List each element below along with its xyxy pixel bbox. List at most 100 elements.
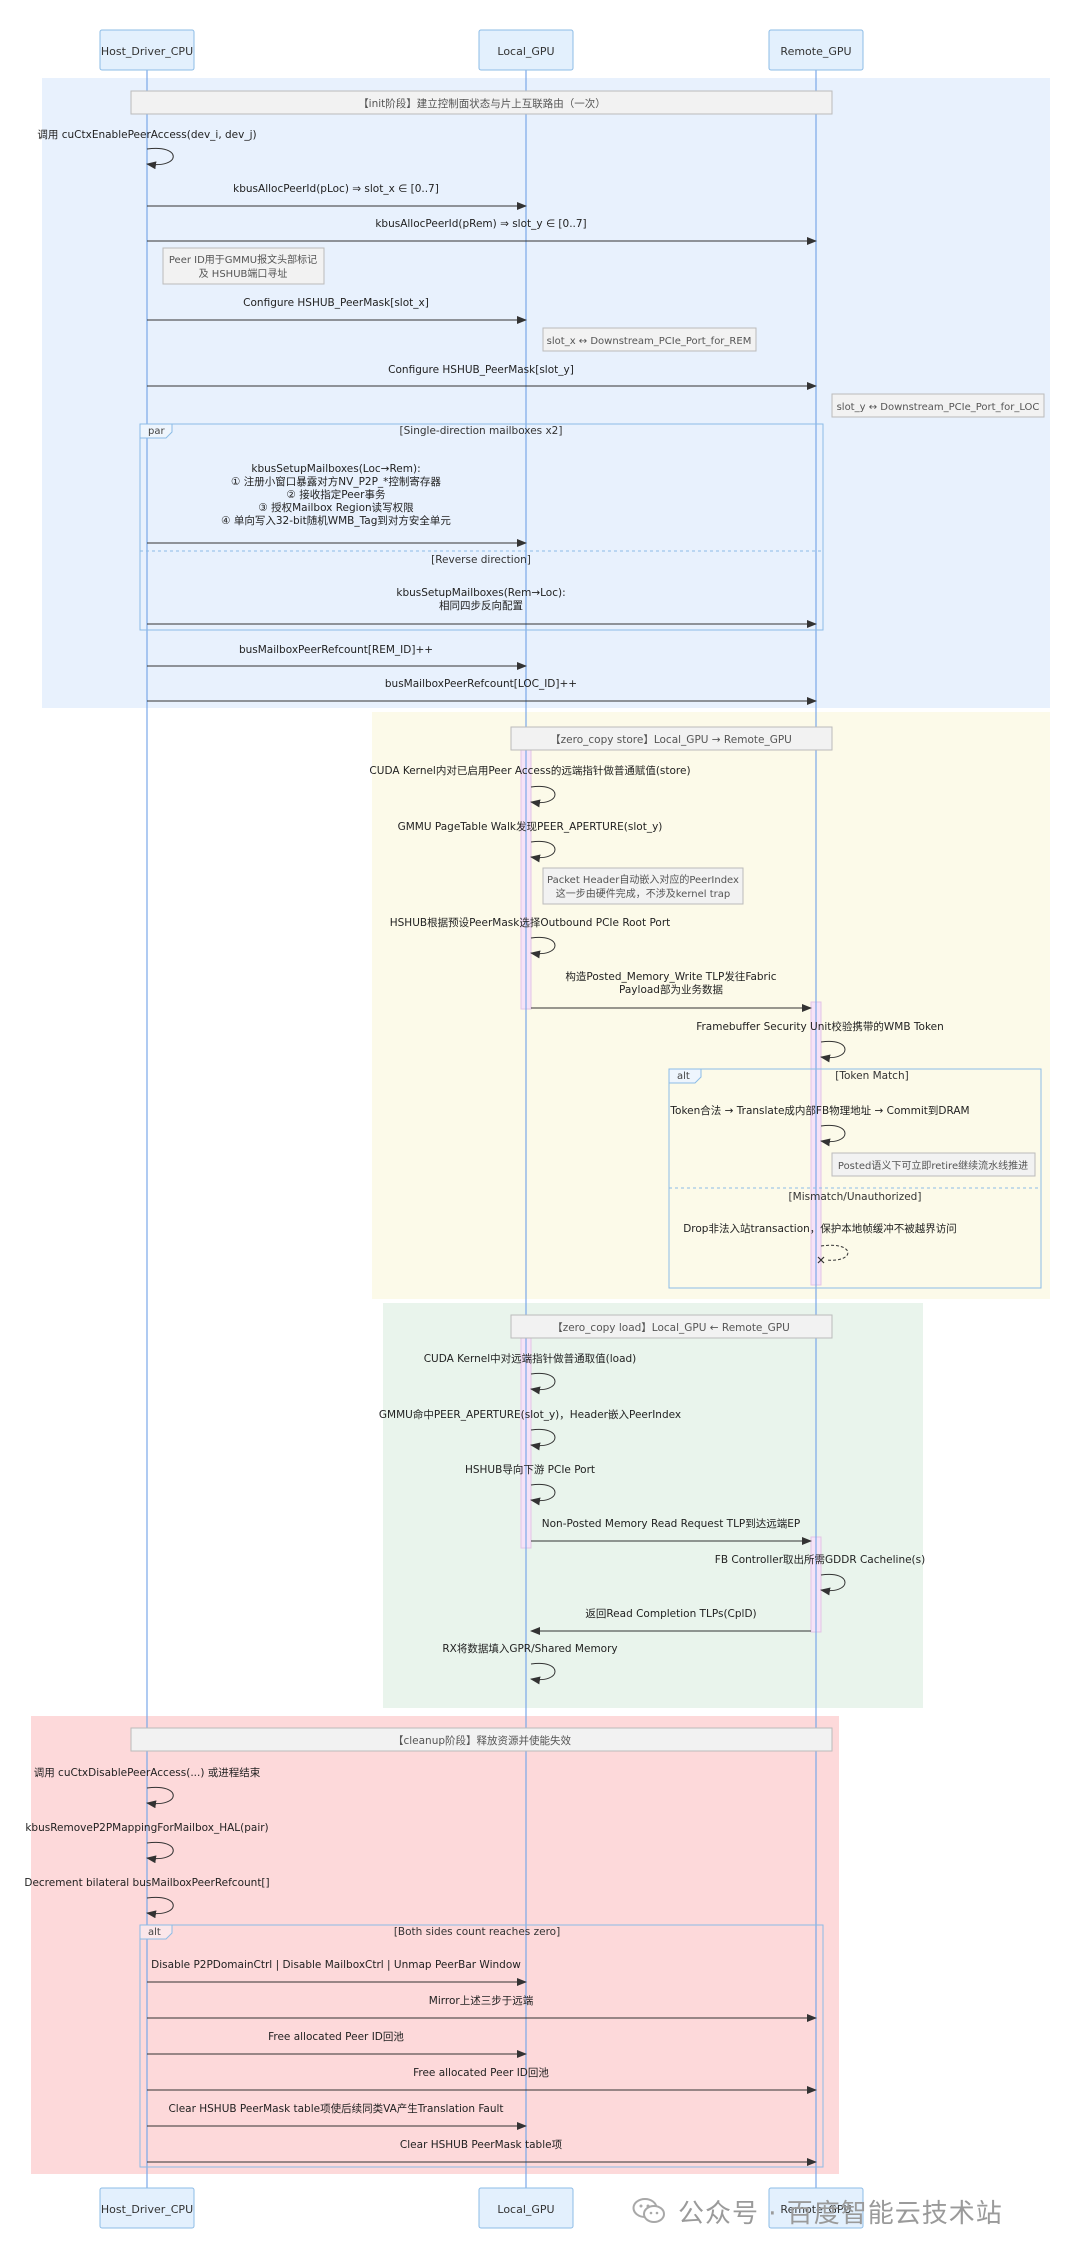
msg-setup-mailboxes-loc-rem: kbusSetupMailboxes(Loc→Rem): ① 注册小窗口暴露对方… (221, 463, 451, 527)
store-phase-note: 【zero_copy store】Local_GPU → Remote_GPU (510, 726, 833, 751)
msg-read-request-tlp: Non-Posted Memory Read Request TLP到达远端EP (542, 1517, 800, 1530)
msg-clear-peermask-local: Clear HSHUB PeerMask table项使后续同类VA产生Tran… (168, 2102, 503, 2115)
msg-fb-controller-fetch: FB Controller取出所需GDDR Cacheline(s) (715, 1553, 925, 1566)
msg-decrement-refcount: Decrement bilateral busMailboxPeerRefcou… (24, 1877, 269, 1889)
participant-local-gpu-bottom: Local_GPU (478, 2187, 574, 2229)
watermark-text: 公众号 · 百度智能云技术站 (678, 2198, 1003, 2229)
svg-text:alt: alt (148, 1927, 161, 1938)
svg-text:Remote_GPU: Remote_GPU (780, 2203, 851, 2216)
self-arrow-fsu-validate-token (820, 1040, 846, 1063)
wechat-icon (632, 2198, 665, 2223)
drop-cross-icon (817, 1256, 825, 1264)
msg-disable-p2p-domain: Disable P2PDomainCtrl | Disable MailboxC… (151, 1959, 521, 1971)
note-slot-x-port: slot_x ↔ Downstream_PCIe_Port_for_REM (542, 327, 757, 352)
self-arrow-hshub-select-port (530, 936, 556, 959)
svg-text:这一步由硬件完成，不涉及kernel trap: 这一步由硬件完成，不涉及kernel trap (556, 887, 730, 900)
svg-text:相同四步反向配置: 相同四步反向配置 (439, 599, 523, 612)
svg-text:Packet Header自动嵌入对应的PeerIndex: Packet Header自动嵌入对应的PeerIndex (547, 873, 739, 886)
msg-refcount-rem: busMailboxPeerRefcount[REM_ID]++ (239, 644, 433, 656)
svg-text:【zero_copy store】Local_GPU → R: 【zero_copy store】Local_GPU → Remote_GPU (550, 734, 792, 746)
note-posted-retire: Posted语义下可立即retire继续流水线推进 (831, 1152, 1036, 1177)
svg-text:par: par (148, 426, 165, 437)
cleanup-phase-region (31, 1716, 839, 2174)
msg-hshub-select-port: HSHUB根据预设PeerMask选择Outbound PCIe Root Po… (390, 916, 671, 929)
participant-local-gpu: Local_GPU (478, 29, 574, 71)
self-arrow-gmmu-hit-load (530, 1428, 556, 1451)
msg-drop-illegal-transaction: Drop非法入站transaction，保护本地帧缓冲不被越界访问 (683, 1222, 957, 1235)
note-peer-id-usage: Peer ID用于GMMU报文头部标记 及 HSHUB端口寻址 (162, 247, 325, 285)
svg-text:[Mismatch/Unauthorized]: [Mismatch/Unauthorized] (789, 1191, 922, 1203)
svg-text:【cleanup阶段】释放资源并使能失效: 【cleanup阶段】释放资源并使能失效 (393, 1734, 572, 1747)
msg-free-peer-id-local: Free allocated Peer ID回池 (268, 2030, 404, 2043)
msg-gmmu-hit-load: GMMU命中PEER_APERTURE(slot_y)，Header嵌入Peer… (379, 1408, 681, 1421)
msg-disable-peer-access: 调用 cuCtxDisablePeerAccess(...) 或进程结束 (34, 1766, 261, 1779)
participant-remote-gpu: Remote_GPU (768, 29, 864, 71)
msg-read-completion: 返回Read Completion TLPs(CplD) (585, 1608, 756, 1620)
store-phase-region (372, 712, 1050, 1299)
svg-text:[Token Match]: [Token Match] (835, 1070, 908, 1082)
self-arrow-remove-p2p-mapping (146, 1841, 174, 1864)
self-arrow-rx-fill-data (530, 1662, 556, 1685)
self-arrow-decrement-refcount (146, 1896, 174, 1919)
svg-text:Peer ID用于GMMU报文头部标记: Peer ID用于GMMU报文头部标记 (169, 253, 317, 266)
svg-text:【zero_copy load】Local_GPU ← Re: 【zero_copy load】Local_GPU ← Remote_GPU (552, 1322, 790, 1334)
msg-gmmu-walk-store: GMMU PageTable Walk发现PEER_APERTURE(slot_… (398, 820, 663, 833)
svg-text:① 注册小窗口暴露对方NV_P2P_*控制寄存器: ① 注册小窗口暴露对方NV_P2P_*控制寄存器 (231, 475, 441, 488)
participant-remote-gpu-bottom: Remote_GPU (768, 2187, 864, 2229)
msg-posted-write-tlp: 构造Posted_Memory_Write TLP发往Fabric Payloa… (565, 970, 776, 996)
svg-text:[Reverse direction]: [Reverse direction] (431, 554, 531, 566)
msg-kernel-store: CUDA Kernel内对已启用Peer Access的远端指针做普通赋值(st… (369, 764, 690, 777)
msg-refcount-loc: busMailboxPeerRefcount[LOC_ID]++ (385, 678, 577, 690)
load-phase-note: 【zero_copy load】Local_GPU ← Remote_GPU (510, 1314, 833, 1339)
msg-mirror-remote: Mirror上述三步于远端 (429, 1994, 534, 2007)
cleanup-phase-note: 【cleanup阶段】释放资源并使能失效 (130, 1727, 833, 1752)
self-arrow-enable-peer-access (146, 147, 174, 170)
alt-fragment-cleanup: alt [Both sides count reaches zero] (139, 1924, 824, 2168)
svg-text:slot_x ↔ Downstream_PCIe_Port_: slot_x ↔ Downstream_PCIe_Port_for_REM (547, 336, 752, 347)
note-slot-y-port: slot_y ↔ Downstream_PCIe_Port_for_LOC (831, 393, 1045, 418)
svg-text:构造Posted_Memory_Write TLP发往Fab: 构造Posted_Memory_Write TLP发往Fabric (565, 970, 776, 983)
self-arrow-hshub-downstream (530, 1483, 556, 1506)
msg-configure-peermask-y: Configure HSHUB_PeerMask[slot_y] (388, 364, 574, 376)
participant-host-driver-cpu-bottom: Host_Driver_CPU (99, 2187, 195, 2229)
svg-text:Local_GPU: Local_GPU (497, 2203, 554, 2216)
self-arrow-drop-illegal-transaction (820, 1244, 849, 1261)
svg-text:Host_Driver_CPU: Host_Driver_CPU (101, 45, 193, 58)
init-phase-note: 【init阶段】建立控制面状态与片上互联路由（一次） (130, 90, 833, 115)
msg-alloc-peer-id-loc: kbusAllocPeerId(pLoc) ⇒ slot_x ∈ [0..7] (233, 183, 439, 195)
svg-text:【init阶段】建立控制面状态与片上互联路由（一次）: 【init阶段】建立控制面状态与片上互联路由（一次） (358, 97, 606, 110)
participant-host-driver-cpu: Host_Driver_CPU (99, 29, 195, 71)
svg-text:Posted语义下可立即retire继续流水线推进: Posted语义下可立即retire继续流水线推进 (838, 1159, 1028, 1172)
svg-text:alt: alt (677, 1071, 690, 1082)
svg-text:[Both sides count reaches zero: [Both sides count reaches zero] (394, 1926, 560, 1938)
msg-kernel-load: CUDA Kernel中对远端指针做普通取值(load) (424, 1352, 637, 1365)
msg-clear-peermask-remote: Clear HSHUB PeerMask table项 (400, 2139, 563, 2151)
svg-text:及 HSHUB端口寻址: 及 HSHUB端口寻址 (199, 267, 288, 280)
svg-text:③ 授权Mailbox Region读写权限: ③ 授权Mailbox Region读写权限 (258, 501, 414, 514)
watermark: 公众号 · 百度智能云技术站 (632, 2191, 1072, 2231)
self-arrow-token-valid-commit (820, 1124, 846, 1147)
msg-token-valid-commit: Token合法 → Translate成内部FB物理地址 → Commit到DR… (669, 1104, 969, 1117)
msg-free-peer-id-remote: Free allocated Peer ID回池 (413, 2066, 549, 2079)
svg-text:Host_Driver_CPU: Host_Driver_CPU (101, 2203, 193, 2216)
self-arrow-gmmu-walk-store (530, 840, 556, 863)
msg-hshub-downstream: HSHUB导向下游 PCIe Port (465, 1463, 595, 1476)
self-arrow-kernel-load (530, 1372, 556, 1395)
svg-text:[Single-direction mailboxes x2: [Single-direction mailboxes x2] (400, 425, 563, 437)
msg-alloc-peer-id-rem: kbusAllocPeerId(pRem) ⇒ slot_y ∈ [0..7] (375, 218, 586, 230)
self-arrow-kernel-store (530, 785, 556, 808)
self-arrow-fb-controller-fetch (820, 1573, 846, 1596)
svg-text:④ 单向写入32-bit随机WMB_Tag到对方安全单元: ④ 单向写入32-bit随机WMB_Tag到对方安全单元 (221, 514, 451, 527)
msg-configure-peermask-x: Configure HSHUB_PeerMask[slot_x] (243, 297, 429, 309)
msg-setup-mailboxes-rem-loc: kbusSetupMailboxes(Rem→Loc): 相同四步反向配置 (396, 587, 565, 612)
svg-text:kbusSetupMailboxes(Rem→Loc):: kbusSetupMailboxes(Rem→Loc): (396, 587, 565, 599)
msg-rx-fill-data: RX将数据填入GPR/Shared Memory (442, 1642, 617, 1655)
par-fragment: par [Single-direction mailboxes x2] [Rev… (139, 423, 824, 631)
svg-text:Remote_GPU: Remote_GPU (780, 45, 851, 58)
alt-fragment-token: alt [Token Match] [Mismatch/Unauthorized… (668, 1068, 1042, 1289)
msg-remove-p2p-mapping: kbusRemoveP2PMappingForMailbox_HAL(pair) (25, 1822, 268, 1834)
init-phase-region (42, 78, 1050, 708)
svg-text:kbusSetupMailboxes(Loc→Rem):: kbusSetupMailboxes(Loc→Rem): (251, 463, 420, 475)
svg-text:Local_GPU: Local_GPU (497, 45, 554, 58)
